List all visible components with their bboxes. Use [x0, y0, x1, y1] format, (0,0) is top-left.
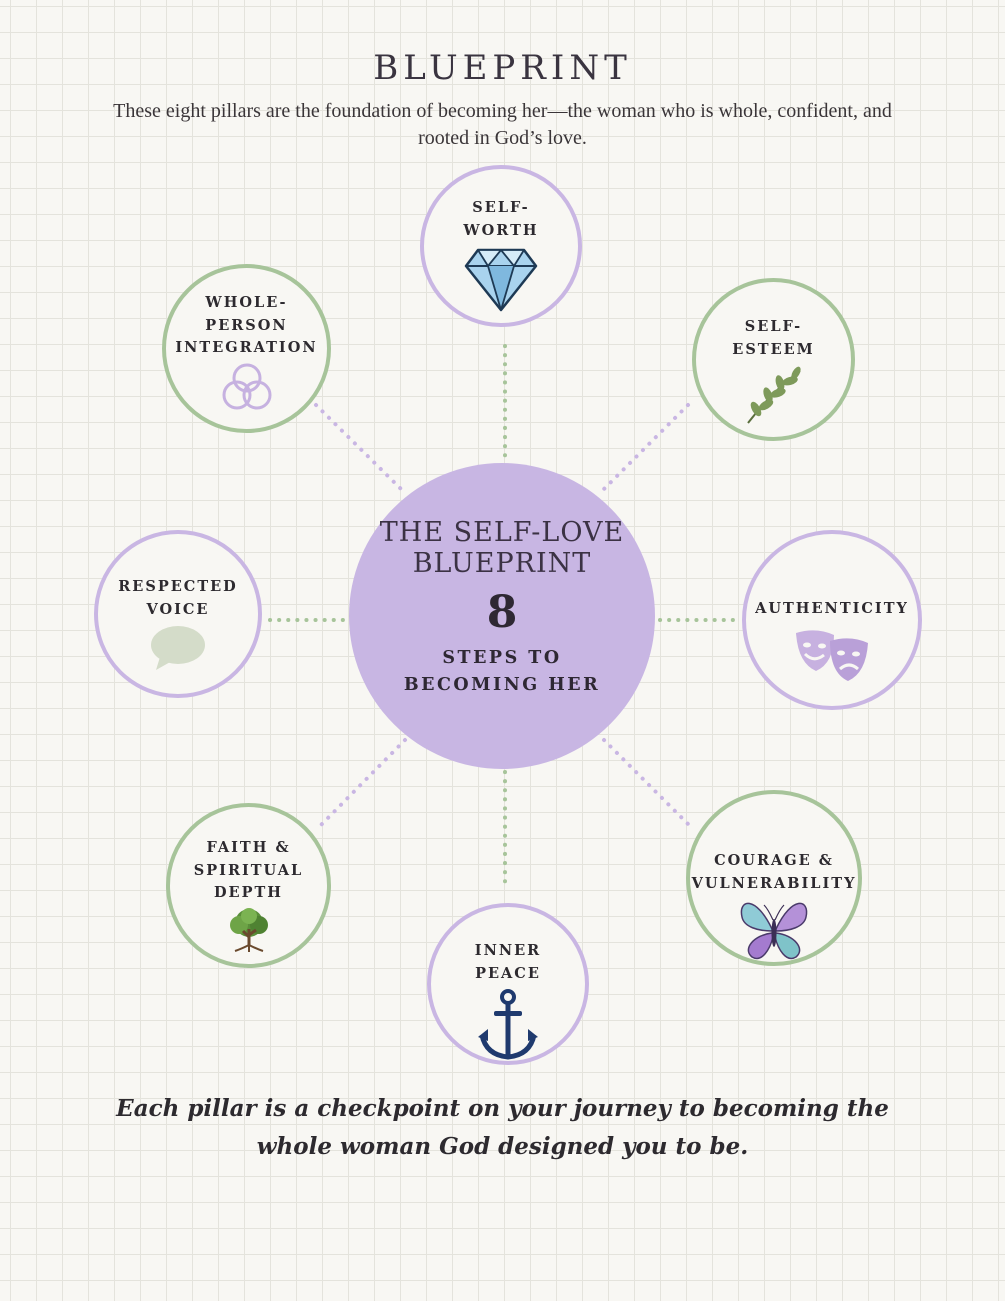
connector-self-esteem [602, 403, 690, 491]
leaf-branch-icon [742, 365, 806, 431]
pillar-whole-person-integration: WHOLE- PERSON INTEGRATION [162, 264, 331, 433]
pillar-label: RESPECTED VOICE [118, 578, 238, 618]
pillar-courage-vulnerability: COURAGE & VULNERABILITY [686, 790, 862, 966]
butterfly-icon [736, 895, 812, 969]
pillar-label: SELF- WORTH [463, 199, 539, 239]
pillar-faith-spiritual-depth: FAITH & SPIRITUAL DEPTH [166, 803, 331, 968]
page-title: BLUEPRINT [373, 48, 632, 88]
speech-bubble-icon [150, 625, 206, 675]
center-subtitle: STEPS TO BECOMING HER [403, 648, 601, 695]
page-subtitle: These eight pillars are the foundation o… [113, 100, 892, 149]
pillar-label: FAITH & SPIRITUAL DEPTH [193, 839, 304, 901]
pillar-inner-peace: INNER PEACE [427, 903, 589, 1065]
theater-masks-icon [794, 629, 870, 687]
connector-integration [314, 403, 404, 492]
pillar-respected-voice: RESPECTED VOICE [94, 530, 262, 698]
anchor-icon [478, 989, 538, 1067]
tree-icon [225, 907, 273, 957]
pillar-label: WHOLE- PERSON INTEGRATION [175, 294, 318, 356]
footer-text: Each pillar is a checkpoint on your jour… [116, 1095, 889, 1160]
center-circle: THE SELF-LOVE BLUEPRINT 8 STEPS TO BECOM… [349, 463, 655, 769]
pillar-label: COURAGE & VULNERABILITY [691, 852, 857, 892]
connector-faith [318, 738, 407, 828]
connector-courage [602, 738, 692, 828]
pillar-self-esteem: SELF- ESTEEM [692, 278, 855, 441]
interlocking-circles-icon [220, 362, 274, 416]
pillar-label: INNER PEACE [474, 942, 542, 982]
pillar-label: AUTHENTICITY [755, 600, 909, 617]
center-title: THE SELF-LOVE BLUEPRINT [379, 517, 625, 579]
center-number: 8 [486, 587, 518, 638]
diamond-icon [464, 248, 538, 316]
pillar-authenticity: AUTHENTICITY [742, 530, 922, 710]
pillar-label: SELF- ESTEEM [732, 318, 815, 358]
pillar-self-worth: SELF- WORTH [420, 165, 582, 327]
